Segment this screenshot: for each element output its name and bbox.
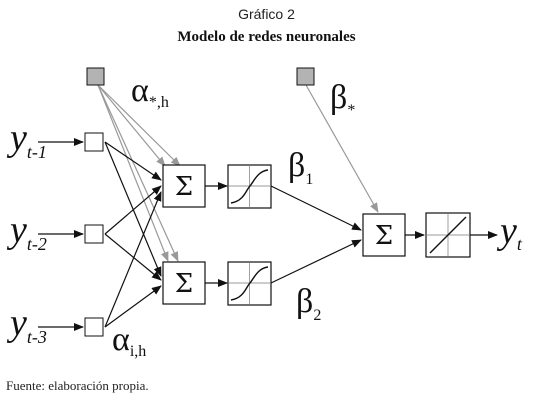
beta-2-label: β2 [296,283,321,324]
input-node-2 [84,224,104,244]
linear-activation-node [425,212,471,258]
input-label-3: yt-3 [6,302,47,347]
hidden-sum-symbol-1: Σ [175,172,193,202]
alpha-bias-label: α*,h [131,72,169,111]
figure-source: Fuente: elaboración propia. [6,378,149,393]
w-1-to-sum1 [104,141,162,181]
hidden-sum-symbol-2: Σ [175,269,193,299]
output-sum-symbol: Σ [375,221,393,251]
alpha-input-label: αi,h [112,321,146,360]
w-3-to-sum1 [104,191,162,328]
output-sum-node [362,213,406,257]
alpha-bias-to-sum-1b [97,84,166,167]
output-label: yt [496,210,523,254]
alpha-bias-to-sum-1 [97,84,181,167]
sigmoid-activation-node-2 [227,261,272,306]
w-3-to-sum2 [104,285,162,328]
act2-to-output-sum [270,239,362,284]
hidden-sum-node-1 [162,164,206,208]
figure-title: Gráfico 2 [238,6,295,22]
figure-subtitle: Modelo de redes neuronales [177,29,356,45]
w-2-to-sum2 [104,233,162,281]
bias-connections [97,84,379,262]
weight-connections [38,138,498,331]
input-node-3 [84,317,104,337]
alpha-bias-node [86,67,105,86]
input-label-2: yt-2 [6,209,47,254]
alpha-bias-to-sum-2b [97,84,169,262]
sigmoid-activation-node-1 [227,164,272,209]
w-1-to-sum2 [104,141,162,277]
beta-1-label: β1 [288,147,313,188]
input-node-1 [84,132,104,152]
w-2-to-sum1 [104,185,162,235]
beta-bias-to-output-sum [305,84,379,213]
alpha-bias-to-sum-2 [97,84,179,262]
beta-bias-node [296,67,315,86]
input-label-1: yt-1 [6,117,47,162]
beta-bias-label: β* [330,79,355,119]
hidden-sum-node-2 [162,261,206,305]
act1-to-output-sum [270,185,362,231]
